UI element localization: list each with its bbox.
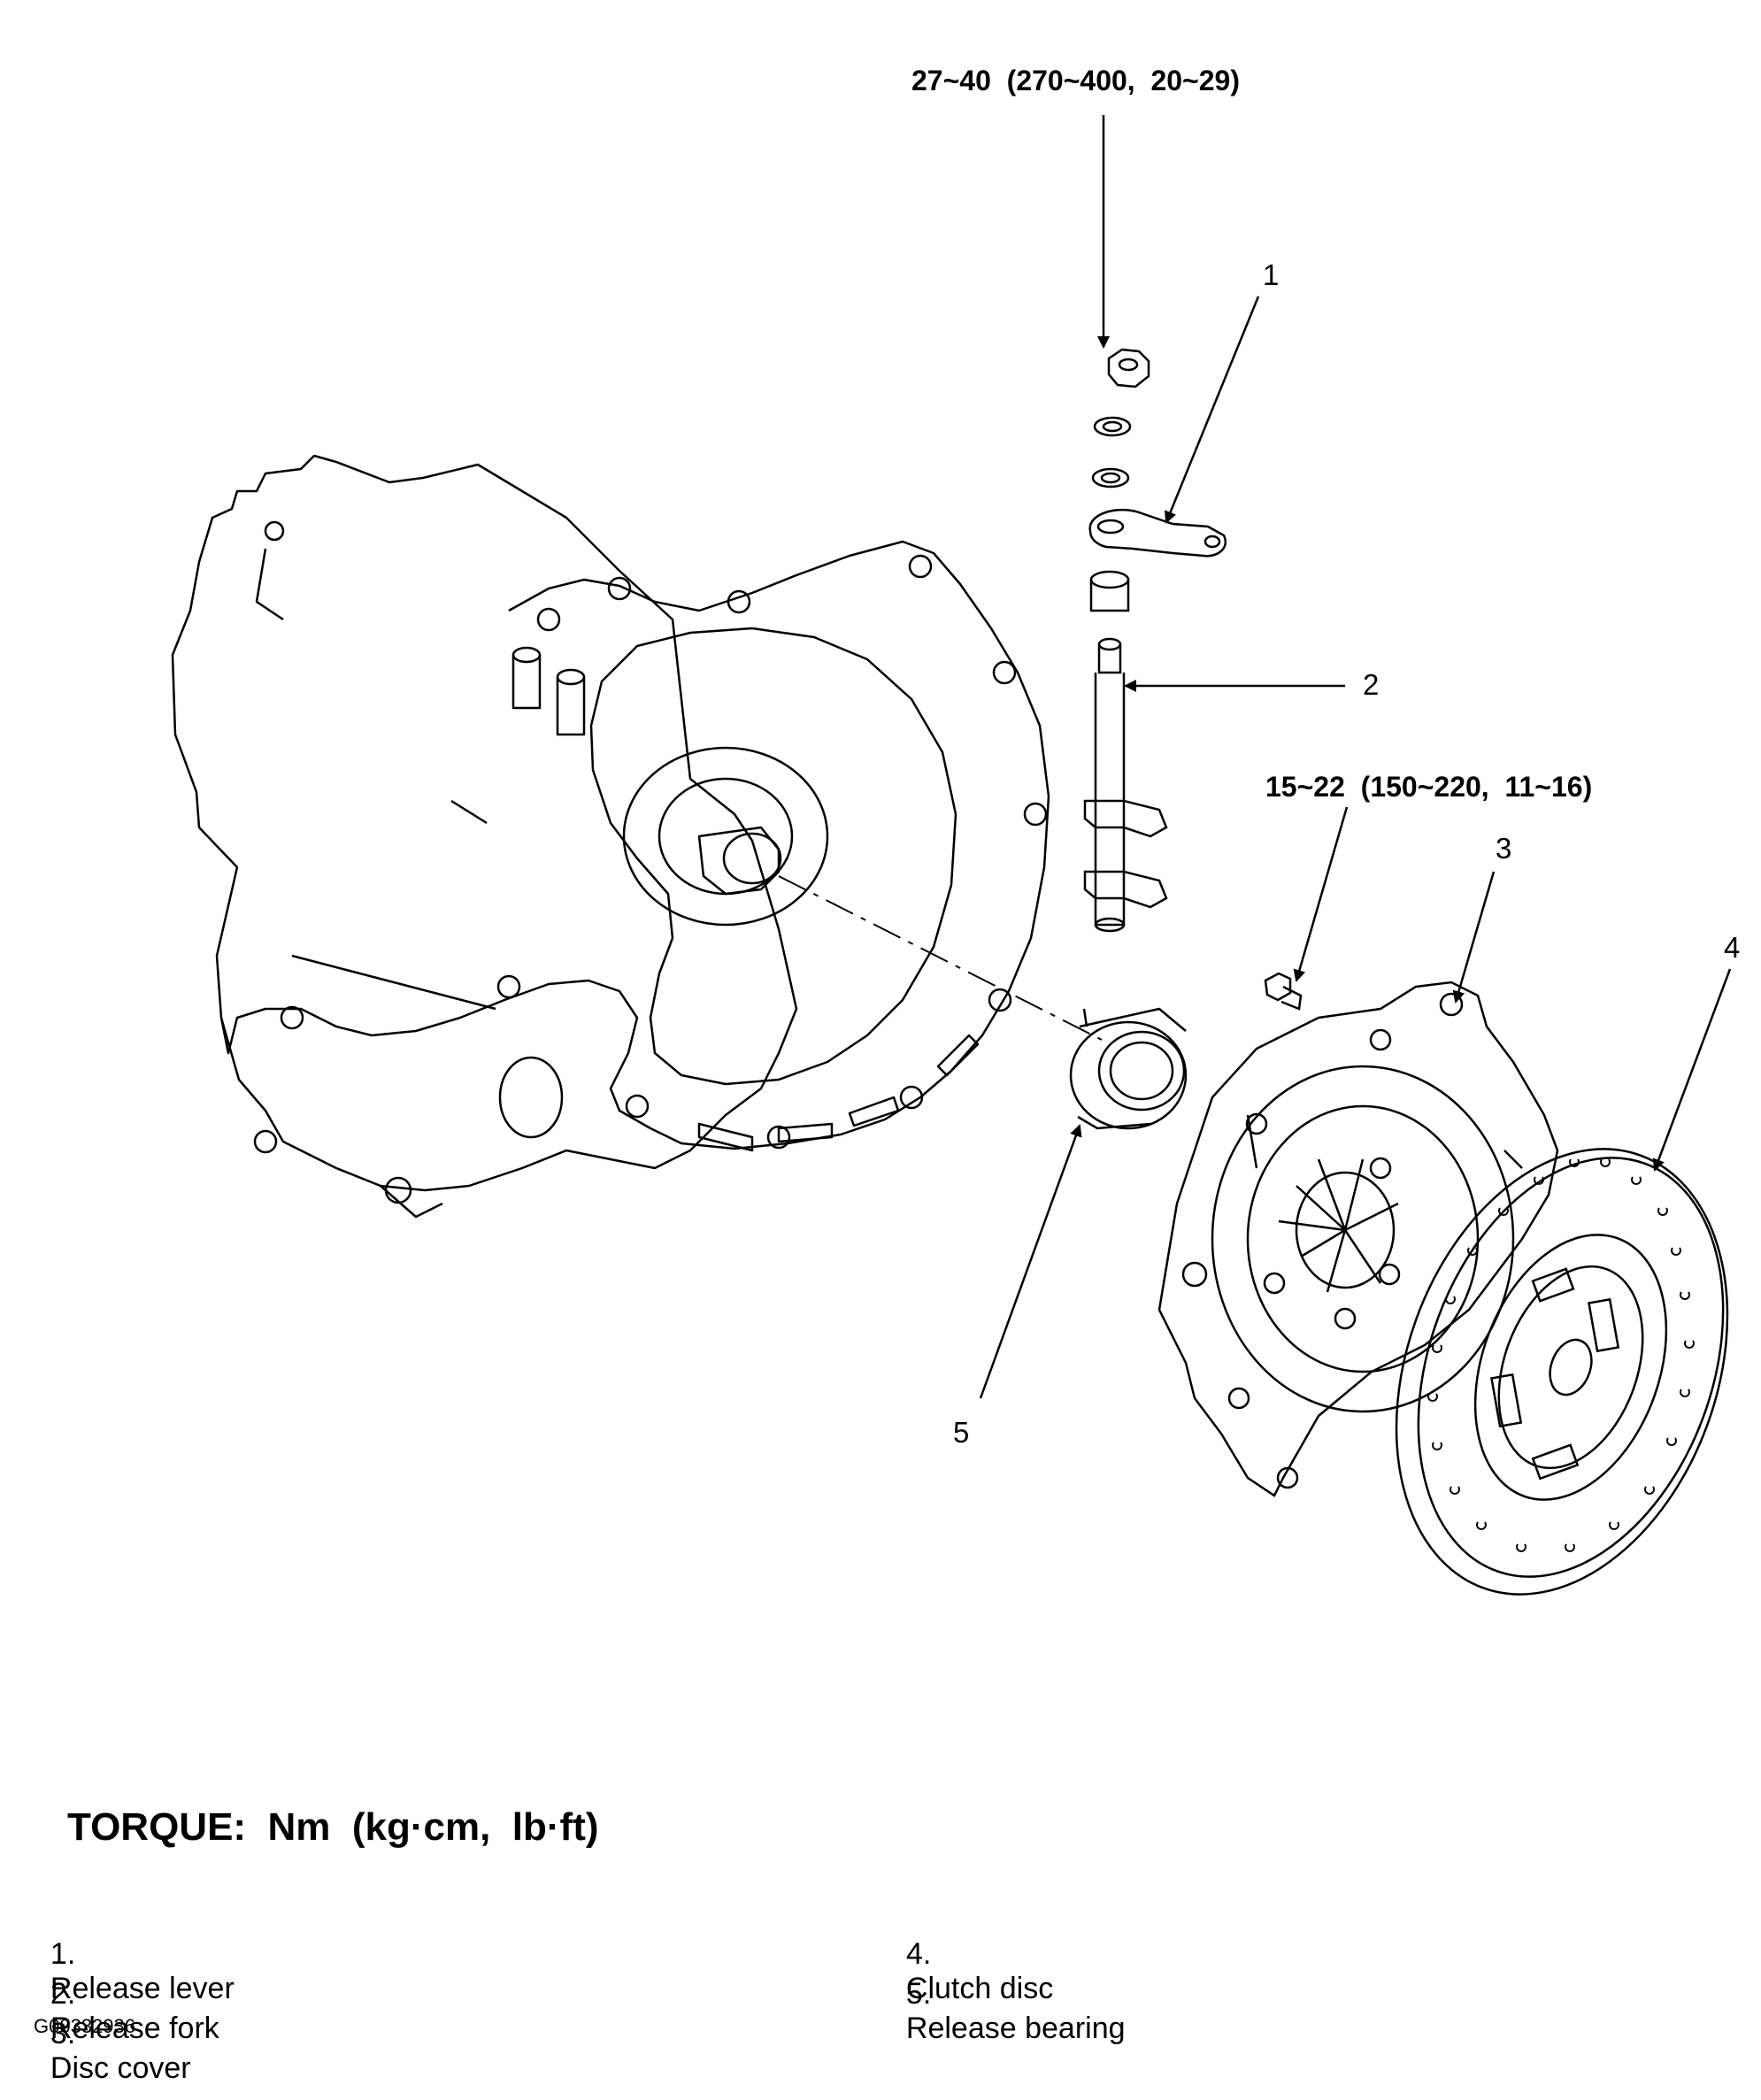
legend-item-release-lever: 1. Release lever <box>34 1903 235 2006</box>
leader-4 <box>1652 968 1732 1172</box>
legend-number: 1. <box>50 1937 76 1971</box>
friction-rivets <box>1427 1158 1695 1552</box>
legend-number: 4. <box>905 1937 932 1971</box>
callout-number-2: 2 <box>1363 668 1379 701</box>
leader-5 <box>979 1124 1082 1399</box>
release-lever-assembly <box>1088 348 1227 612</box>
torque-callout-bolt: 15~22 (150~220, 11~16) <box>1265 771 1592 803</box>
callout-number-4: 4 <box>1724 931 1740 964</box>
legend-label: Release fork <box>50 2012 219 2045</box>
callout-number-3: 3 <box>1496 832 1511 865</box>
alignment-line <box>778 875 1103 1041</box>
legend-label: Clutch disc <box>905 1972 1054 2005</box>
figure-code: G00332936 <box>34 2015 135 2037</box>
torque-units-title: TORQUE: Nm (kg·cm, lb·ft) <box>67 1805 599 1849</box>
legend-number: 3. <box>50 2017 76 2050</box>
callout-number-5: 5 <box>953 1416 969 1449</box>
legend-item-disc-cover: 3. Disc cover <box>34 1982 191 2086</box>
legend-number: 5. <box>905 1977 932 2011</box>
leader-arrows <box>979 115 1732 1399</box>
leader-torque-bolt <box>1293 806 1349 982</box>
callout-number-1: 1 <box>1263 258 1279 291</box>
leader-1 <box>1165 296 1260 524</box>
legend-number: 2. <box>50 1977 76 2011</box>
legend-item-release-fork: 2. Release fork <box>34 1942 219 2046</box>
legend-item-clutch-disc: 4. Clutch disc <box>889 1903 1053 2006</box>
legend-item-release-bearing: 5. Release bearing <box>889 1942 1126 2046</box>
leader-3 <box>1452 871 1496 1004</box>
disc-cover <box>1157 981 1559 1497</box>
legend-label: Release bearing <box>905 2012 1126 2045</box>
release-bearing <box>1069 1007 1188 1130</box>
torque-callout-top: 27~40 (270~400, 20~29) <box>911 65 1240 96</box>
clutch-disc <box>1395 1148 1729 1596</box>
legend-label: Disc cover <box>50 2051 191 2085</box>
transaxle-housing <box>171 454 1050 1219</box>
release-fork <box>1083 637 1168 933</box>
bolt <box>1264 972 1303 1011</box>
legend-label: Release lever <box>50 1972 235 2005</box>
